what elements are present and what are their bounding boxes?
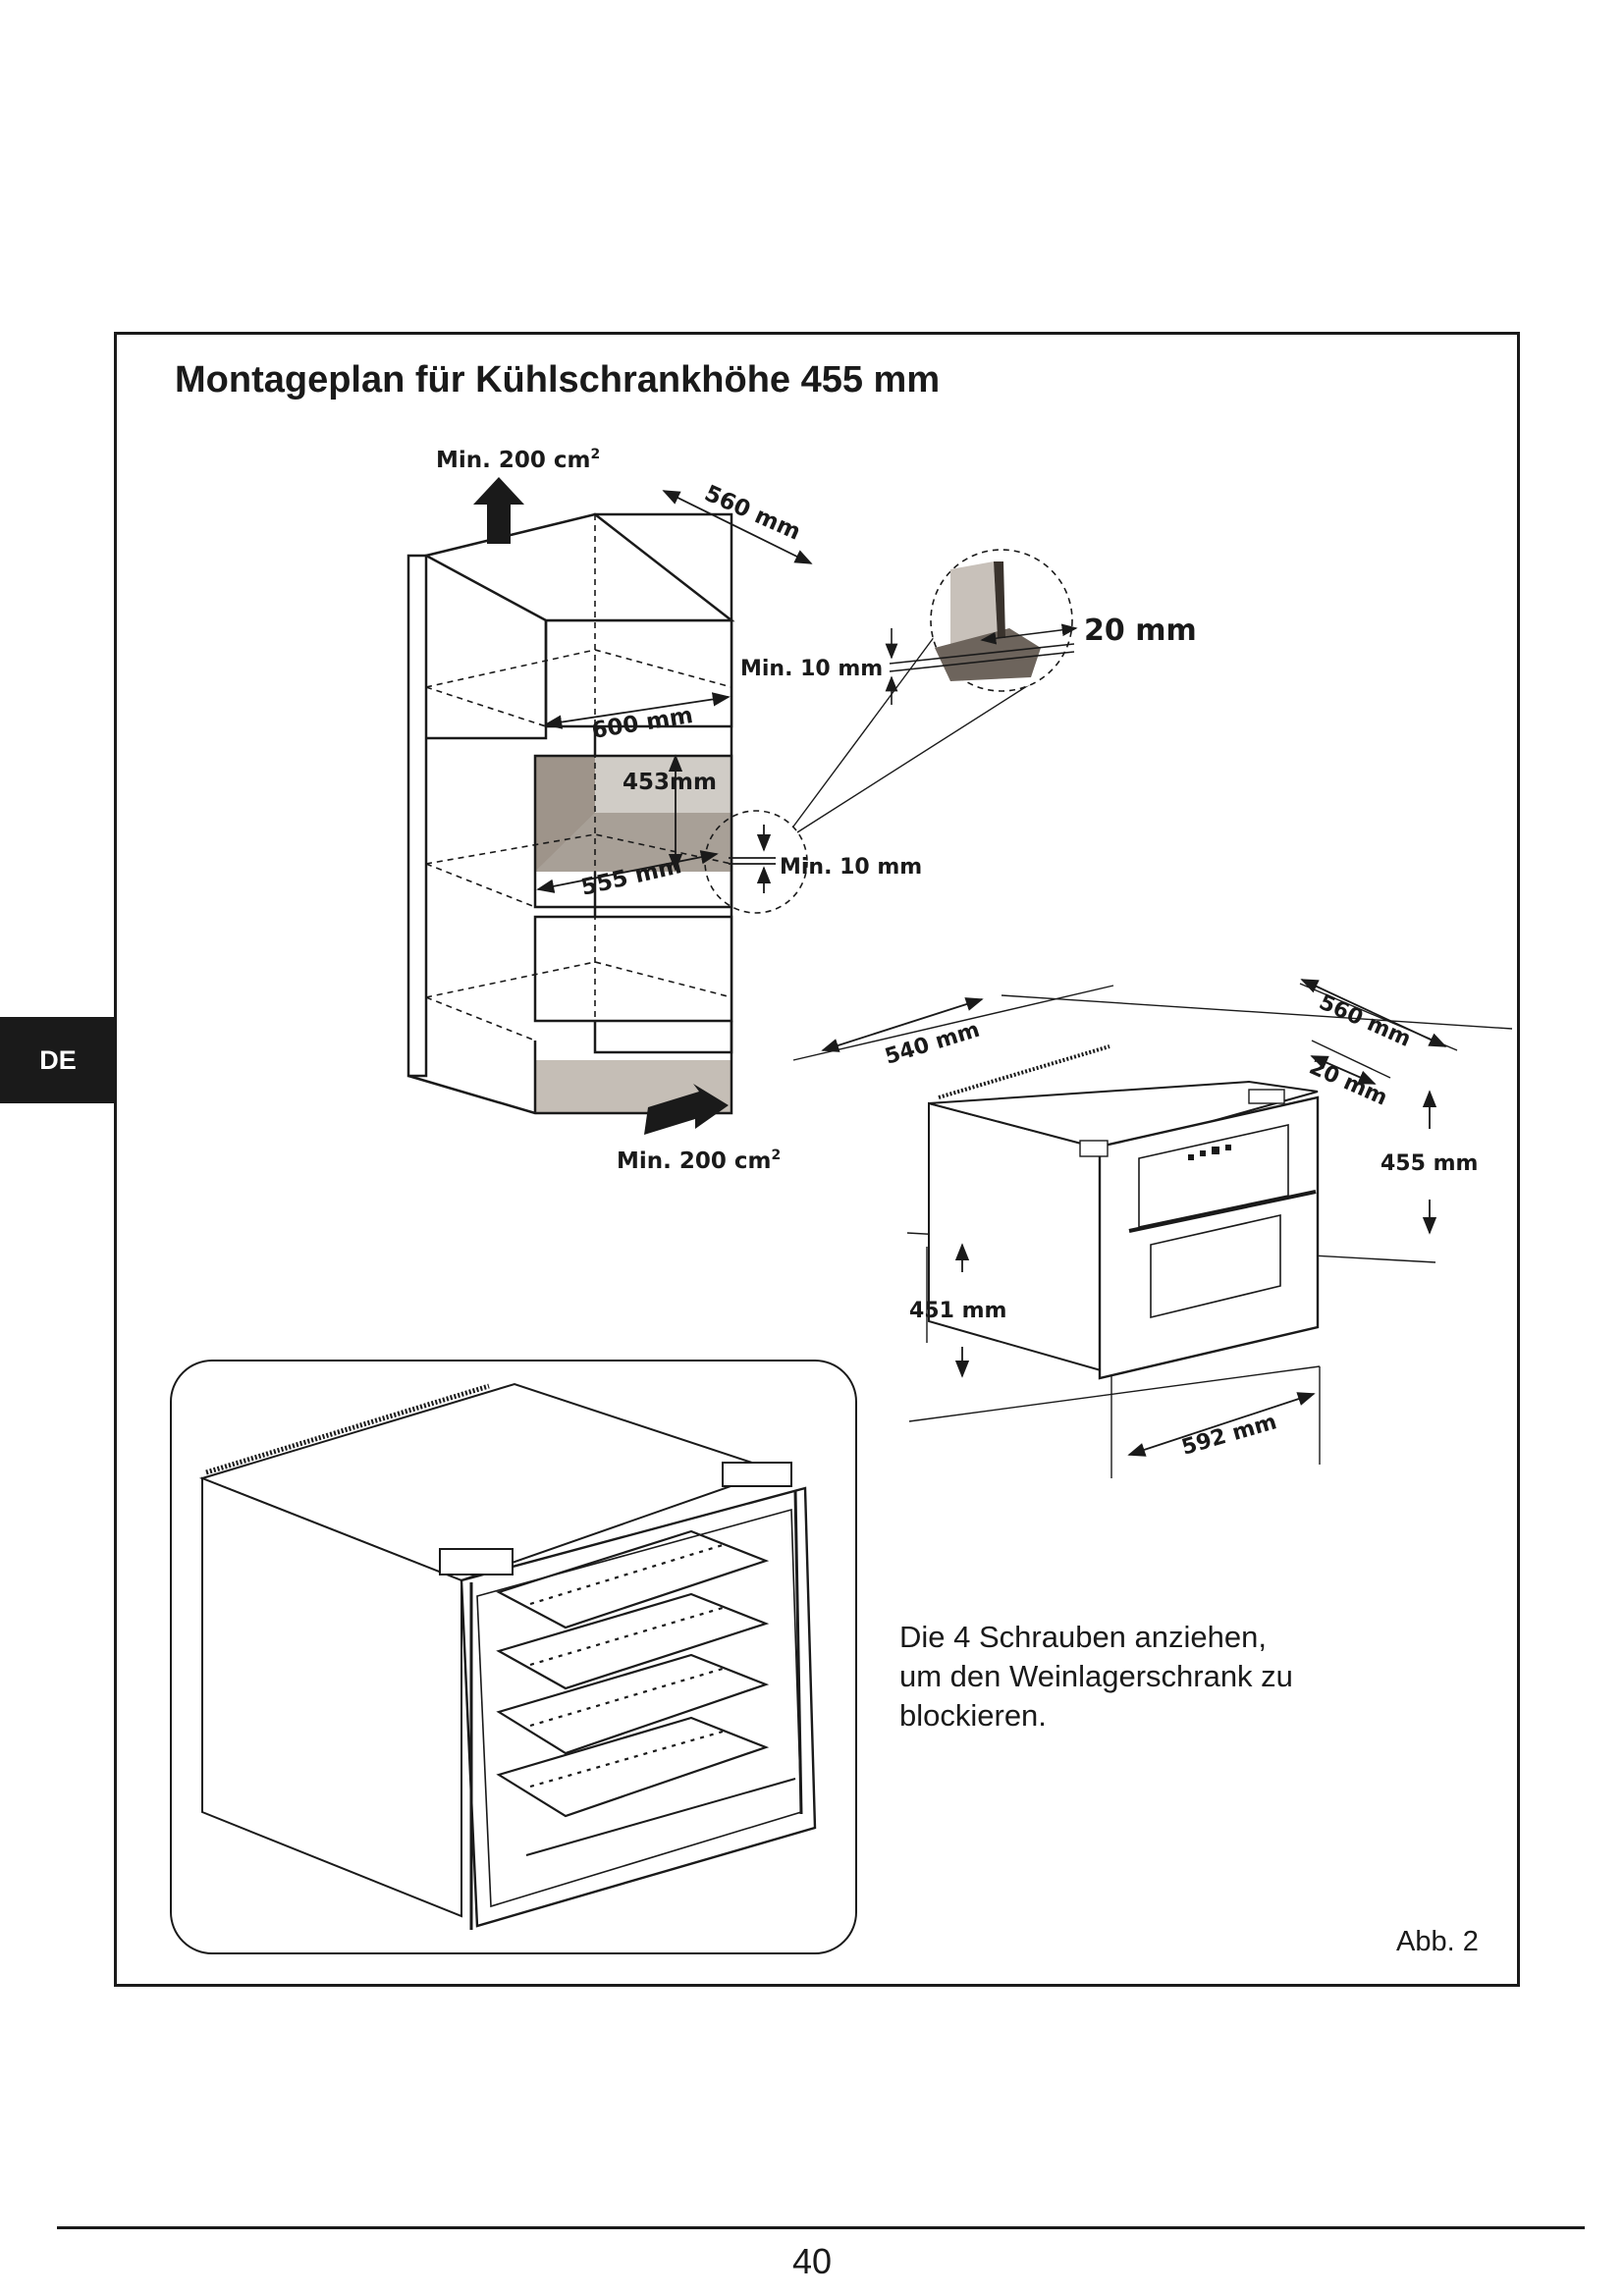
appliance-dimension-lines — [821, 979, 1447, 1457]
label-body-height: 451 mm — [909, 1299, 1006, 1323]
instruction-line: blockieren. — [899, 1698, 1047, 1733]
label-gap-top: Min. 10 mm — [740, 657, 883, 681]
language-tab: DE — [0, 1017, 116, 1103]
figure-label: Abb. 2 — [1396, 1926, 1479, 1957]
figure-frame — [114, 332, 1520, 1987]
label-vent-bottom: Min. 200 cm2 — [617, 1148, 781, 1174]
label-detail-thickness: 20 mm — [1084, 614, 1197, 648]
instruction-line: Die 4 Schrauben anziehen, — [899, 1620, 1267, 1654]
instruction-text: Die 4 Schrauben anziehen, um den Weinlag… — [899, 1618, 1293, 1735]
instruction-line: um den Weinlagerschrank zu — [899, 1659, 1293, 1693]
page-number: 40 — [791, 2241, 833, 2281]
label-appliance-depth: 540 mm — [882, 1018, 982, 1070]
cabinet-niche — [406, 512, 735, 1115]
appliance-drawing — [792, 983, 1513, 1478]
wine-cabinet-inset — [170, 1360, 857, 1954]
label-niche-height: 453mm — [623, 770, 717, 795]
label-vent-top: Min. 200 cm2 — [436, 447, 600, 473]
label-appliance-height: 455 mm — [1380, 1151, 1478, 1176]
label-gap-bottom: Min. 10 mm — [780, 855, 922, 880]
footer-divider — [57, 2226, 1585, 2229]
cabinet-dimension-lines — [536, 490, 813, 893]
vent-arrows — [473, 477, 729, 1135]
page-title: Montageplan für Kühlschrankhöhe 455 mm — [175, 359, 941, 400]
label-appliance-width: 592 mm — [1179, 1410, 1279, 1460]
detail-callout — [704, 549, 1078, 914]
